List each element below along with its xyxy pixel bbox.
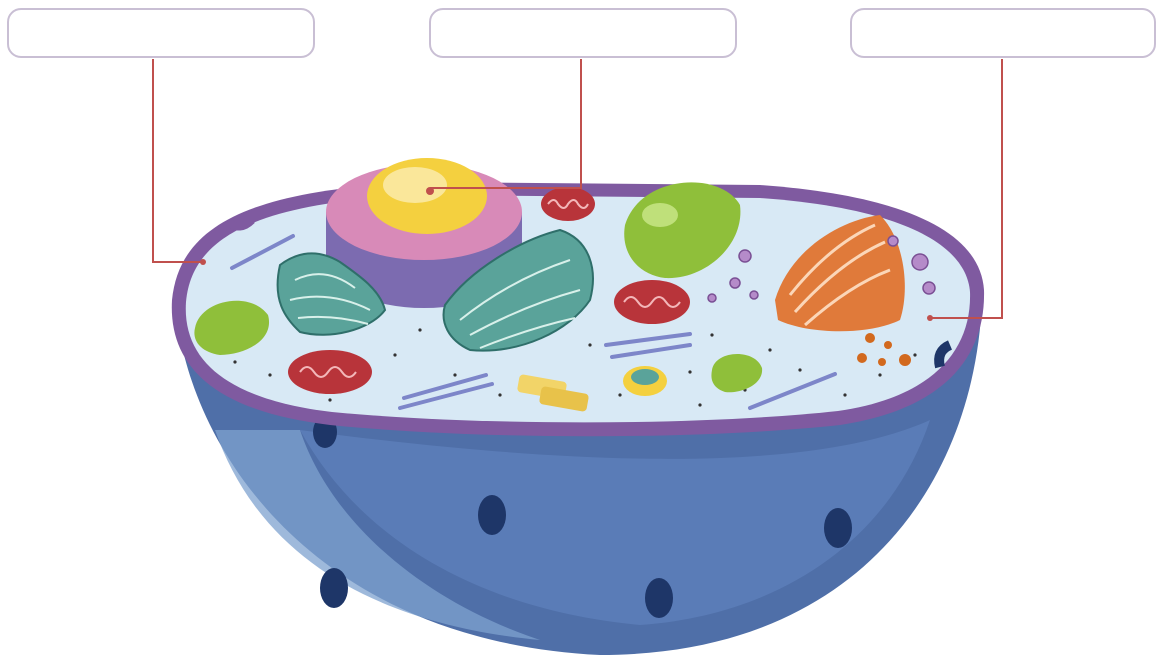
lysosome-core <box>631 369 659 385</box>
leader-dot-left <box>200 259 206 265</box>
leader-dot-middle <box>426 187 434 195</box>
membrane-pore <box>320 568 348 608</box>
membrane-pore <box>824 508 852 548</box>
membrane-pore <box>645 578 673 618</box>
membrane-pore <box>478 495 506 535</box>
leader-line-left <box>153 59 203 262</box>
nucleolus-highlight <box>383 167 447 203</box>
leader-dot-right <box>927 315 933 321</box>
